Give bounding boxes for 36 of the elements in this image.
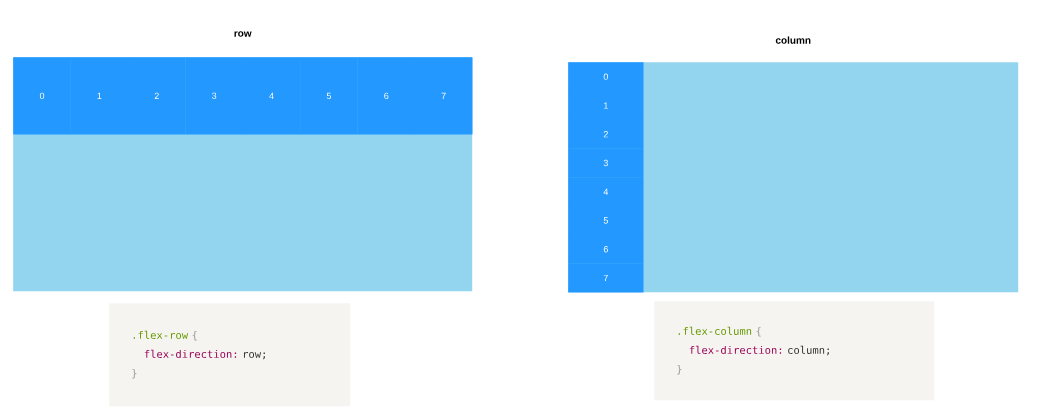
flex-item: 6 (568, 234, 644, 264)
flex-item: 4 (242, 57, 301, 135)
node-label: 7 (603, 274, 608, 282)
node-label: 4 (603, 188, 609, 195)
flex-item: 7 (568, 263, 644, 293)
flex-item: 3 (185, 57, 243, 135)
flex-item: 5 (300, 57, 358, 135)
flex-item: 2 (568, 119, 644, 149)
node-label: column (775, 36, 811, 44)
flex-item: 7 (414, 57, 473, 135)
node-label: row (234, 31, 252, 37)
node-label: 4 (269, 92, 274, 99)
node-label: 5 (603, 217, 608, 224)
node-label: 0 (603, 73, 609, 80)
flex-item: 0 (13, 57, 71, 135)
node-label: 5 (326, 92, 332, 99)
flex-item: 5 (568, 205, 644, 235)
node-label: 0 (39, 92, 45, 100)
node-label: 2 (154, 92, 159, 99)
flex-item: 4 (568, 177, 644, 207)
flex-item: 3 (568, 148, 644, 178)
flex-item: 0 (568, 62, 644, 92)
code-block: .flex-column { flex-direction: column; } (654, 301, 935, 401)
node-label: 7 (441, 92, 446, 99)
node-label: 1 (604, 102, 608, 109)
code-block: .flex-row { flex-direction: row; } (109, 303, 351, 407)
node-label: 2 (603, 131, 608, 138)
flex-item: 1 (568, 90, 644, 120)
node-label: 3 (603, 159, 608, 167)
node-label: 6 (384, 92, 389, 100)
flex-item: 1 (70, 57, 129, 135)
flex-item: 6 (357, 57, 416, 135)
flex-item: 2 (127, 57, 186, 135)
node-label: 3 (212, 92, 217, 100)
node-label: 1 (97, 92, 102, 99)
node-label: 6 (603, 246, 608, 253)
